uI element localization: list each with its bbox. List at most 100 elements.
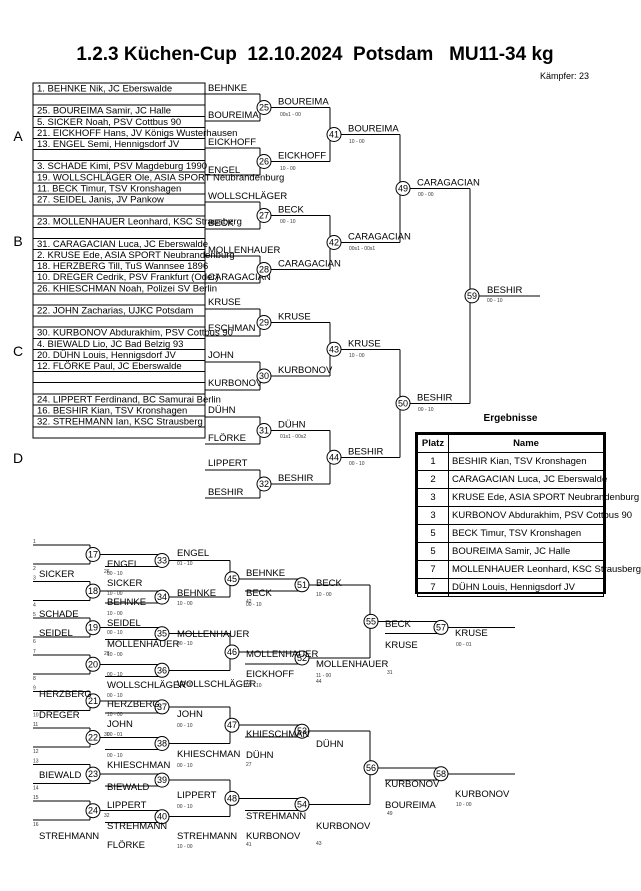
match-number-circle <box>256 208 272 223</box>
results-place: 7 <box>417 578 449 597</box>
match-number-circle <box>154 626 170 642</box>
slot-number: 3 <box>33 576 36 582</box>
repechage-name: BECK <box>385 619 412 630</box>
repechage-name: JOHN <box>107 719 133 730</box>
match-number: 32 <box>259 479 269 489</box>
match-score: 00s1 - 00s1 <box>349 246 375 252</box>
results-name: CARAGACIAN Luca, JC Eberswalde <box>448 470 607 489</box>
match-number-circle <box>154 772 170 788</box>
match-number: 48 <box>227 793 237 803</box>
match-score: 00 - 10 <box>107 571 123 577</box>
round2-winner: BOUREIMA <box>278 97 329 108</box>
results-name: MOLLENHAUER Leonhard, KSC Strausberg <box>448 560 641 579</box>
match-score: 00 - 10 <box>107 672 123 678</box>
repechage-name: MOLLENHAUER <box>107 639 179 650</box>
round1-winner: BECK <box>208 218 235 229</box>
round1-winner: BOUREIMA <box>208 110 259 121</box>
match-number-circle <box>256 262 272 277</box>
slot-number: 11 <box>33 722 38 728</box>
repechage-name: BEHNKE <box>246 568 285 579</box>
repechage-name: DREGER <box>39 710 80 721</box>
match-score: 00 - 10 <box>246 602 262 608</box>
slot-number: 6 <box>33 639 36 645</box>
results-place: 7 <box>417 560 449 579</box>
repechage-name: STREHMANN <box>107 821 167 832</box>
match-number: 42 <box>329 238 339 248</box>
match-number: 43 <box>329 344 339 354</box>
round2-winner: EICKHOFF <box>278 151 326 162</box>
fighter-count: Kämpfer: 23 <box>540 71 590 81</box>
match-number-circle <box>363 613 379 629</box>
match-number: 56 <box>366 763 376 773</box>
match-number: 35 <box>157 629 167 639</box>
repechage-name: LIPPERT <box>107 800 147 811</box>
results-name: KRUSE Ede, ASIA SPORT Neubrandenburg <box>448 488 639 507</box>
entry-name: 22. JOHN Zacharias, UJKC Potsdam <box>37 306 193 317</box>
entry-name: 19. WOLLSCHLÄGER Ole, ASIA SPORT Neubran… <box>37 172 284 183</box>
source-number: 41 <box>246 842 252 848</box>
match-number-circle <box>433 766 449 782</box>
entry-name: 16. BESHIR Kian, TSV Kronshagen <box>37 405 187 416</box>
round1-winner: MOLLENHAUER <box>208 245 280 256</box>
repechage-name: STREHMANN <box>39 831 99 842</box>
match-score: 10 - 00 <box>349 353 365 359</box>
round1-winner: WOLLSCHLÄGER <box>208 191 287 202</box>
match-score: 01 - 10 <box>177 561 193 567</box>
match-score: 10 - 00 <box>177 601 193 607</box>
sheet-title: 1.2.3 Küchen-Cup 12.10.2024 Potsdam MU11… <box>76 44 554 65</box>
slot-number: 1 <box>33 539 36 545</box>
match-number-circle <box>294 650 310 666</box>
match-score: 00 - 01 <box>456 642 472 648</box>
match-number: 57 <box>436 622 446 632</box>
entry-name: 11. BECK Timur, TSV Kronshagen <box>37 183 181 194</box>
repechage-name: ENGEL <box>107 559 139 570</box>
match-score: 10 - 00 <box>349 139 365 145</box>
match-number-circle <box>85 547 101 562</box>
repechage-name: JOHN <box>177 709 203 720</box>
repechage-name: DÜHN <box>316 739 344 750</box>
slot-number: 12 <box>33 749 39 755</box>
repechage-name: MOLLENHAUER <box>316 659 388 670</box>
match-number: 52 <box>297 653 307 663</box>
round1-winner: FLÖRKE <box>208 433 246 444</box>
results-place: 2 <box>417 470 449 489</box>
match-number: 26 <box>259 157 269 167</box>
repechage-name: SICKER <box>107 578 143 589</box>
entry-name: 10. DREGER Cedrik, PSV Frankfurt (Oder) <box>37 272 219 283</box>
match-number: 27 <box>259 211 269 221</box>
entry-name: 1. BEHNKE Nik, JC Eberswalde <box>37 84 172 95</box>
match-score: 00 - 10 <box>487 298 503 304</box>
match-number: 40 <box>157 812 167 822</box>
match-number-circle <box>85 766 101 782</box>
source-number: 31 <box>387 670 393 676</box>
repechage-name: WOLLSCHLÄGER <box>107 680 186 691</box>
results-name: DÜHN Louis, Hennigsdorf JV <box>448 578 604 597</box>
match-score: 10 - 00 <box>177 844 193 850</box>
round1-winner: DÜHN <box>208 405 236 416</box>
match-number-circle <box>85 656 101 672</box>
entry-name: 20. DÜHN Louis, Hennigsdorf JV <box>37 350 177 361</box>
entry-name: 32. STREHMANN Ian, KSC Strausberg <box>37 417 203 428</box>
repechage-name: KRUSE <box>385 640 418 651</box>
entry-name: 30. KURBONOV Abdurakhim, PSV Cottbus 90 <box>37 328 233 339</box>
results-name: BESHIR Kian, TSV Kronshagen <box>448 452 604 471</box>
match-number: 53 <box>297 726 307 736</box>
match-number-circle <box>224 717 240 733</box>
slot-number: 15 <box>33 795 39 801</box>
round1-winner: BEHNKE <box>208 83 247 94</box>
repechage-name: BIEWALD <box>107 782 150 793</box>
match-score: 10 - 00 <box>107 712 123 718</box>
source-number: 29 <box>246 680 252 686</box>
match-number-circle <box>224 571 240 587</box>
match-score: 11 - 00 <box>316 673 331 679</box>
repechage-name: BEHNKE <box>177 588 216 599</box>
match-number: 23 <box>88 769 98 779</box>
match-number: 58 <box>436 769 446 779</box>
results-header-name: Name <box>448 434 604 453</box>
match-score: 00 - 10 <box>177 723 193 729</box>
match-number-circle <box>433 619 449 635</box>
